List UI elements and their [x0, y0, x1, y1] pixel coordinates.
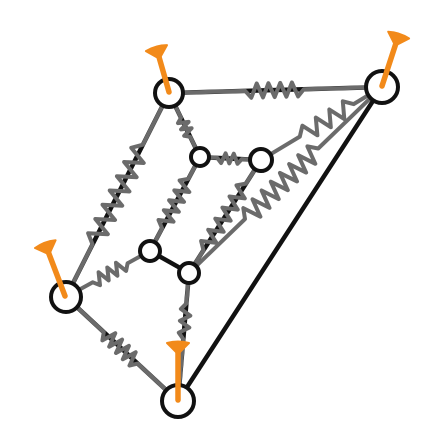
spring-s1-s3: [152, 162, 198, 245]
pin-head: [387, 30, 411, 47]
free-node-s3: [138, 239, 162, 263]
spring-TL-L: [70, 103, 165, 286]
pin-icon-L: [34, 239, 68, 299]
spring-TR-s4: [194, 96, 373, 269]
spring-L-B: [74, 305, 169, 393]
spring-TL-TR: [180, 80, 369, 100]
spring-TL-s1: [173, 103, 199, 151]
spring-L-s3: [77, 253, 144, 292]
free-node-s2: [248, 147, 274, 173]
spring-TR-s2: [268, 93, 371, 157]
springs-layer: [70, 80, 373, 393]
spring-s1-s2: [206, 151, 253, 166]
pins-layer: [34, 30, 411, 403]
rod-B-TR: [184, 98, 376, 390]
free-node-s4: [177, 261, 201, 285]
rod-s3-s4: [156, 253, 183, 271]
spring-s2-s4: [192, 167, 258, 267]
pin-head: [166, 340, 190, 355]
pin-icon-TR: [379, 30, 411, 89]
free-node-s1: [189, 146, 211, 168]
pin-head: [144, 44, 168, 60]
pin-icon-B: [166, 340, 190, 403]
pin-head: [34, 239, 57, 256]
pin-icon-TL: [144, 44, 172, 95]
spring-s4-B: [176, 280, 193, 388]
